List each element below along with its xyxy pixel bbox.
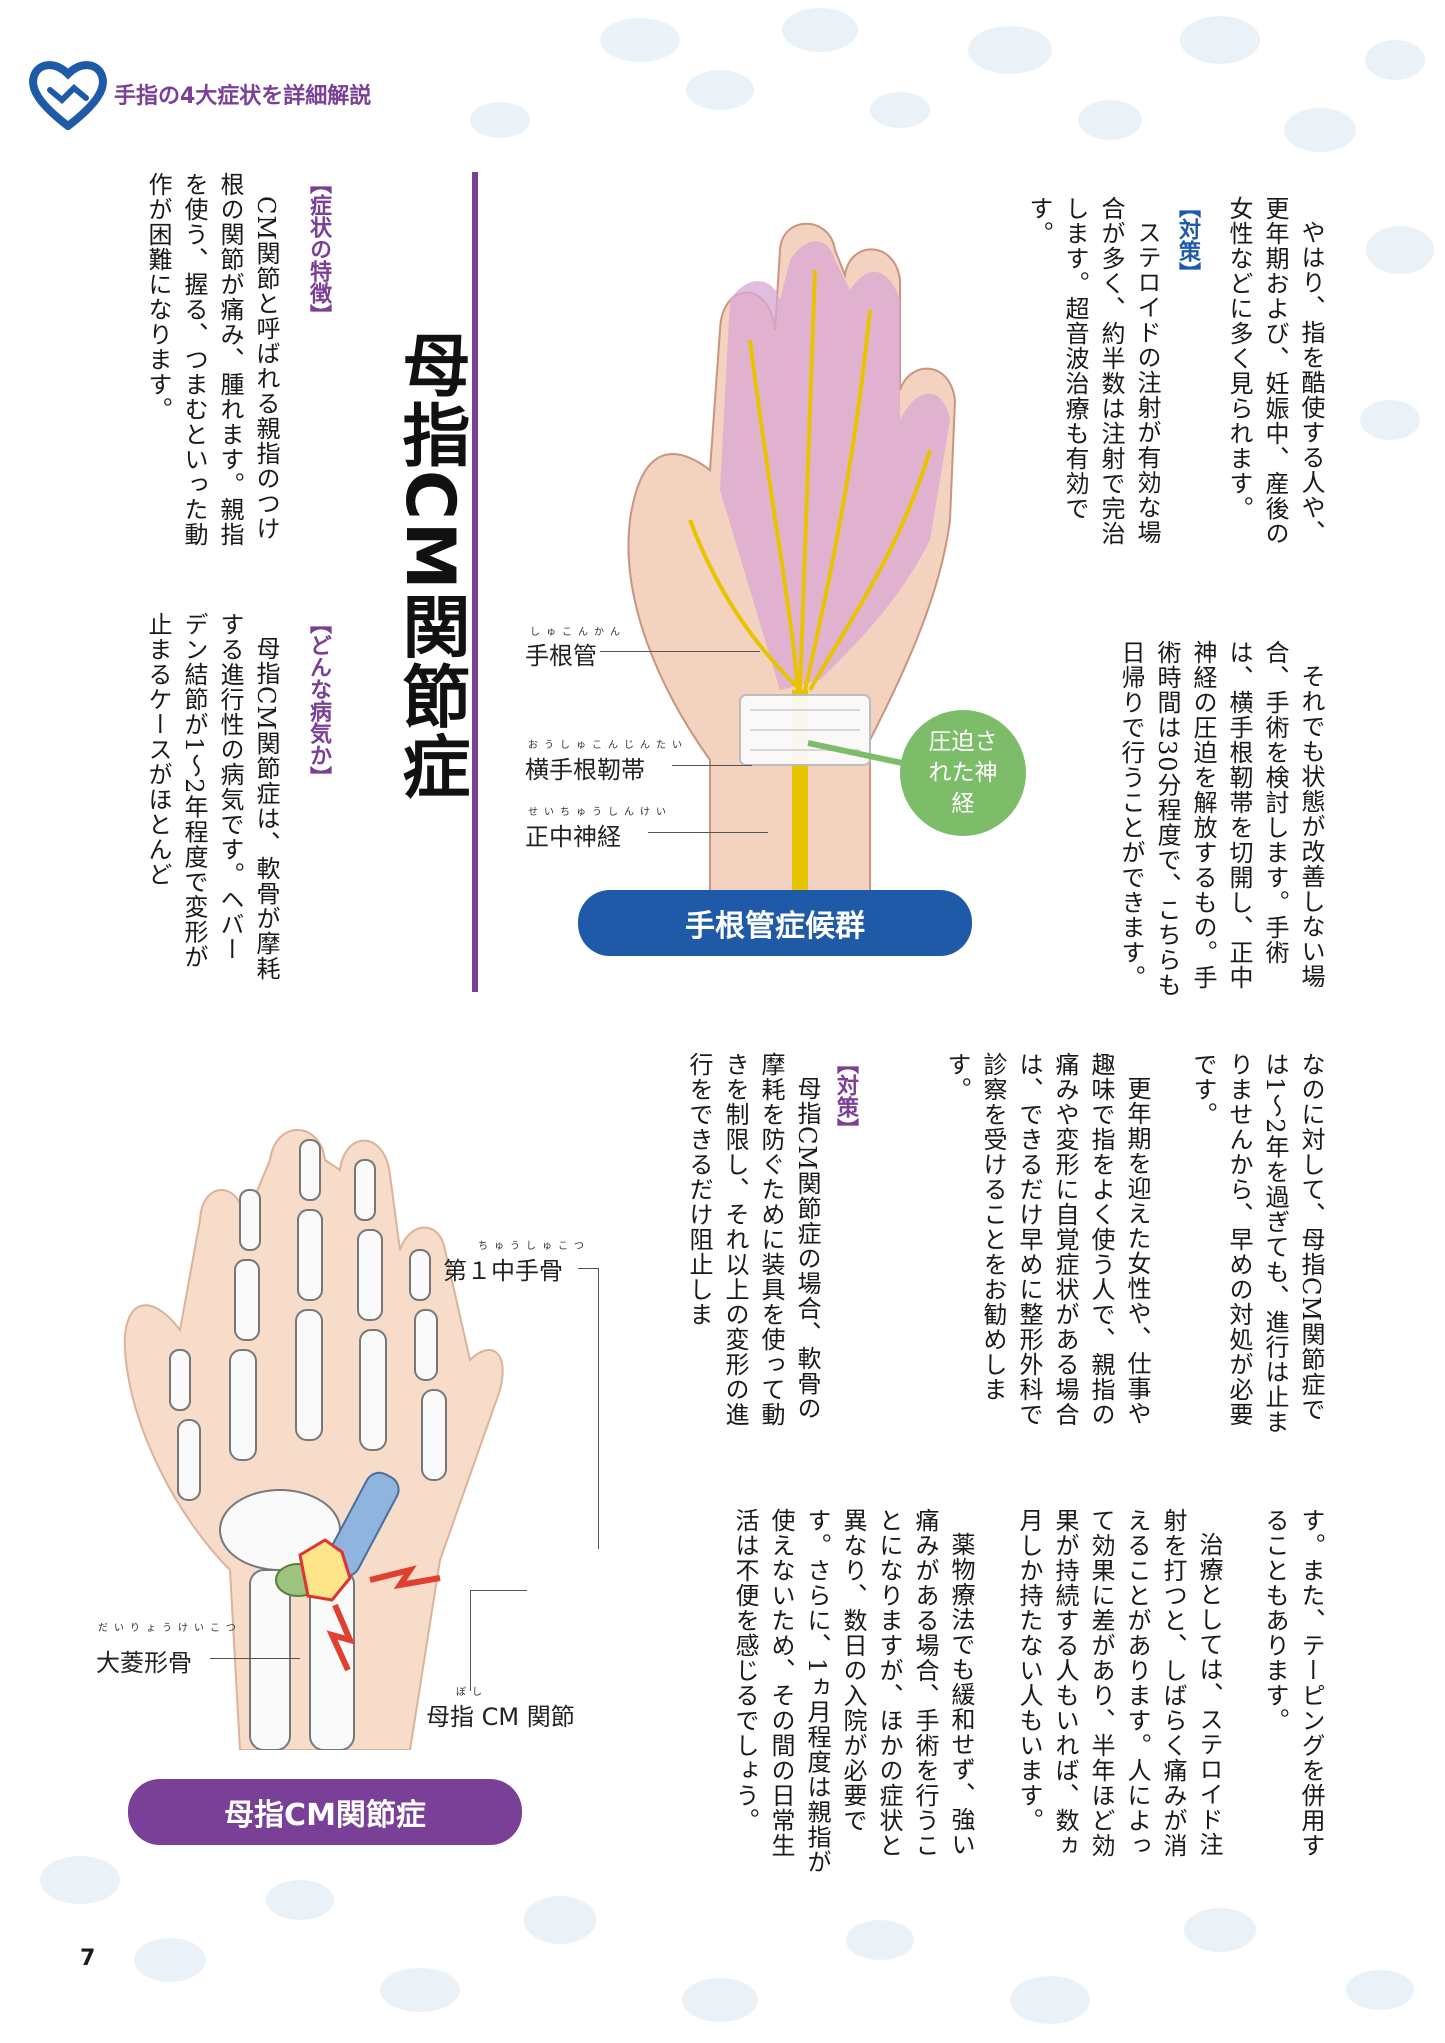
carpal-tunnel-ruby: しゅこんかん: [530, 627, 626, 638]
carpal-figure-caption: 手根管症候群: [578, 890, 972, 956]
trapezium-ruby: だいりょうけいこつ: [98, 1623, 242, 1634]
taisaku-heading-bottom: 【対策】: [833, 1052, 858, 1140]
disease-heading: 【どんな病気か】: [306, 612, 331, 788]
cm-joint-label: 母指 CM 関節: [426, 1703, 575, 1731]
bottom-right-paragraph-2: 更年期を迎えた女性や、仕事や趣味で指をよく使う人で、親指の痛みや変形に自覚症状が…: [943, 1052, 1151, 1427]
symptoms-body: CM関節と呼ばれる親指のつけ根の関節が痛み、腫れます。親指を使う、握る、つまむと…: [144, 172, 280, 547]
metacarpal-ruby: ちゅうしゅこつ: [478, 1241, 590, 1252]
page-number: 7: [80, 1946, 96, 1971]
median-nerve-ruby: せいちゅうしんけい: [528, 807, 672, 818]
bottom-right-paragraph-1: なのに対して、母指CM関節症では1〜2年を過ぎても、進行は止まりませんから、早め…: [1189, 1052, 1325, 1435]
thumb-cm-joint-illustration: [123, 1129, 504, 1750]
top-right-paragraph-2: ステロイドの注射が有効な場合が多く、約半数は注射で完治します。超音波治療も有効で…: [1025, 196, 1161, 546]
trapezium-leader-line: [210, 1658, 300, 1659]
carpal-tunnel-leader-line: [600, 651, 760, 652]
ligament-label: 横手根靭帯: [525, 756, 645, 784]
ligament-ruby: おうしゅこんじんたい: [528, 740, 688, 751]
symptoms-heading: 【症状の特徴】: [306, 172, 331, 326]
main-title: 母指CM関節症: [390, 330, 469, 802]
ligament-leader-line: [672, 765, 752, 766]
bottom-right-paragraph-6: 薬物療法でも緩和せず、強い痛みがある場合、手術を行うことになりますが、ほかの症状…: [731, 1508, 975, 1875]
bottom-right-paragraph-3: 母指CM関節症の場合、軟骨の摩耗を防ぐために装具を使って動きを制限し、それ以上の…: [685, 1052, 821, 1427]
disease-body: 母指CM関節症は、軟骨が摩耗する進行性の病気です。ヘバーデン結節が1〜2年程度で…: [144, 612, 280, 981]
cm-figure-caption: 母指CM関節症: [128, 1779, 522, 1845]
bottom-right-paragraph-4: す。また、テーピングを併用することもあります。: [1261, 1508, 1325, 1858]
compressed-nerve-badge: 圧迫された神経: [900, 710, 1026, 836]
section-title: 手指の4大症状を詳細解説: [114, 84, 372, 109]
carpal-tunnel-hand-illustration: [627, 222, 957, 920]
taisaku-heading-top: 【対策】: [1175, 196, 1200, 284]
median-nerve-label: 正中神経: [525, 823, 621, 851]
cm-joint-leader-line: [470, 1590, 527, 1691]
cm-joint-ruby: ぼし: [456, 1687, 488, 1698]
trapezium-label: 大菱形骨: [96, 1649, 192, 1677]
title-rule: [472, 172, 478, 992]
bottom-right-paragraph-5: 治療としては、ステロイド注射を打つと、しばらく痛みが消えることがあります。人によ…: [1015, 1508, 1223, 1858]
metacarpal-leader-line: [578, 1268, 599, 1549]
top-right-paragraph-1: やはり、指を酷使する人や、更年期および、妊娠中、産後の女性などに多く見られます。: [1225, 196, 1325, 546]
metacarpal-label: 第１中手骨: [443, 1257, 563, 1285]
heart-handshake-icon: [29, 61, 107, 130]
carpal-tunnel-label: 手根管: [525, 642, 597, 670]
median-nerve-leader-line: [648, 832, 768, 833]
compressed-nerve-label: 圧迫された神経: [928, 728, 998, 817]
top-right-paragraph-3: それでも状態が改善しない場合、手術を検討します。手術は、横手根靭帯を切開し、正中…: [1117, 640, 1325, 998]
section-header: 手指の4大症状を詳細解説: [28, 58, 371, 130]
